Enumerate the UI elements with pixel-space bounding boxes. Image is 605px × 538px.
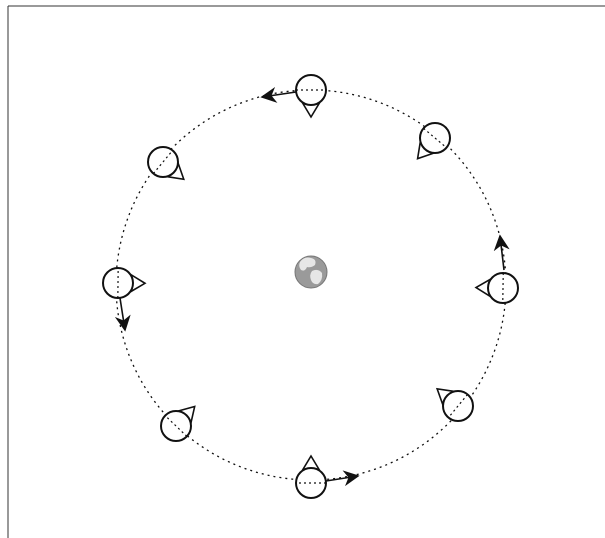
orbit-direction-arrow-icon [262, 92, 296, 97]
satellite-2 [418, 123, 450, 159]
globe-icon [295, 256, 327, 288]
satellite-7 [103, 268, 145, 298]
orbit-direction-arrow-icon [326, 476, 358, 481]
satellite-3 [476, 273, 518, 303]
satellite-8 [148, 147, 184, 179]
satellite-6 [161, 406, 195, 441]
orbit-direction-arrow-icon [500, 236, 504, 270]
satellite-5 [296, 456, 326, 498]
satellite-1 [296, 75, 326, 117]
satellite-4 [437, 389, 473, 421]
